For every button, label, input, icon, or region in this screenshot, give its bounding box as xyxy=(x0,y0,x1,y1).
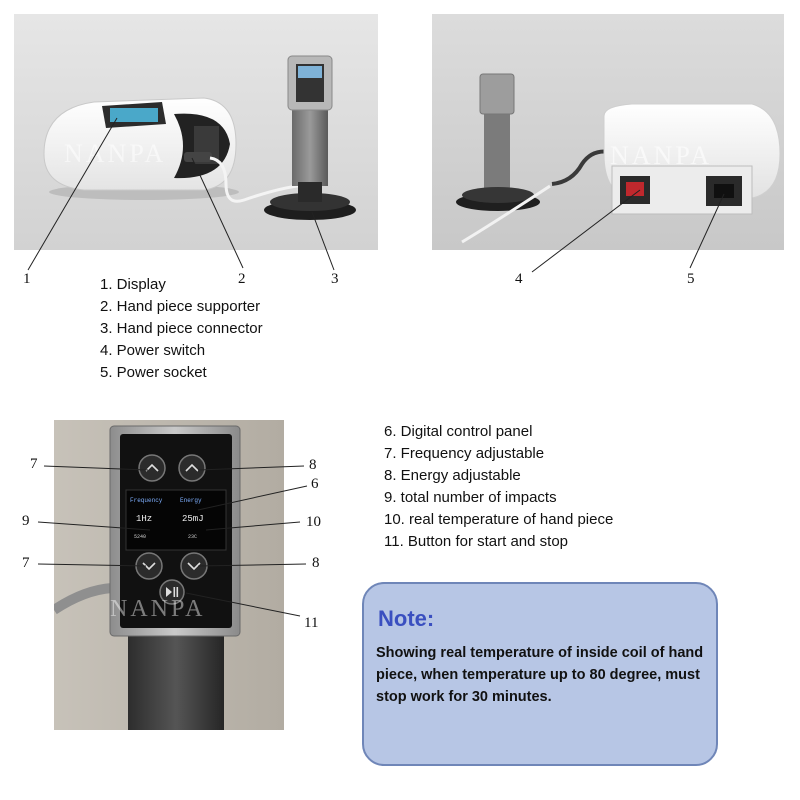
leader-line-8-bottom xyxy=(197,563,307,567)
leader-line-2 xyxy=(191,157,244,269)
play-pause-icon xyxy=(166,587,172,597)
legend-item: 6. Digital control panel xyxy=(384,423,533,440)
callout-number: 7 xyxy=(30,456,38,472)
screen-energy-label: Energy xyxy=(180,497,202,504)
leader-line-11 xyxy=(185,592,301,617)
legend-item: 11. Button for start and stop xyxy=(384,533,568,550)
callout-number: 10 xyxy=(306,514,321,530)
leader-line-8-top xyxy=(197,465,305,471)
energy-up-button[interactable] xyxy=(178,454,206,482)
panel-legend: 6. Digital control panel 7. Frequency ad… xyxy=(384,421,613,553)
legend-item: 9. total number of impacts xyxy=(384,489,557,506)
callout-number: 9 xyxy=(22,513,30,529)
legend-item: 2. Hand piece supporter xyxy=(100,298,261,315)
frequency-up-button[interactable] xyxy=(138,454,166,482)
legend-item: 1. Display xyxy=(100,276,166,293)
legend-item: 8. Energy adjustable xyxy=(384,467,521,484)
watermark: NANPA xyxy=(110,596,205,622)
callout-number: 7 xyxy=(22,555,30,571)
screen-frequency-label: Frequency xyxy=(130,497,163,504)
leader-line-10 xyxy=(205,521,301,531)
note-title: Note: xyxy=(378,606,435,631)
callout-number: 1 xyxy=(23,271,31,287)
note-box: Note: Showing real temperature of inside… xyxy=(362,582,718,766)
callout-number: 6 xyxy=(311,476,319,492)
device-front-photo: NANPA xyxy=(14,14,378,250)
callout-number: 3 xyxy=(331,271,339,287)
leader-line-9 xyxy=(37,521,151,531)
callout-number: 2 xyxy=(238,271,246,287)
leader-line-4 xyxy=(531,189,641,273)
screen-frequency-value: 1Hz xyxy=(136,514,152,524)
parts-legend: 1. Display 2. Hand piece supporter 3. Ha… xyxy=(100,274,263,384)
legend-item: 5. Power socket xyxy=(100,364,207,381)
watermark: NANPA xyxy=(610,141,712,170)
screen-count-value: 5240 xyxy=(134,534,146,540)
legend-item: 10. real temperature of hand piece xyxy=(384,511,614,528)
legend-item: 3. Hand piece connector xyxy=(100,320,263,337)
chevron-down-icon xyxy=(142,562,156,571)
screen-energy-value: 25mJ xyxy=(182,514,204,524)
note-body: Showing real temperature of inside coil … xyxy=(376,645,704,705)
leader-line-7-top xyxy=(43,465,149,471)
watermark: NANPA xyxy=(64,139,166,168)
device-rear-photo: NANPA xyxy=(432,14,784,250)
leader-line-6 xyxy=(197,485,308,511)
callout-number: 5 xyxy=(687,271,695,287)
chevron-up-icon xyxy=(185,463,199,472)
screen-temp-value: 23C xyxy=(188,534,197,540)
legend-item: 4. Power switch xyxy=(100,342,206,359)
leader-line-5 xyxy=(689,193,725,269)
leader-line-3 xyxy=(311,211,335,271)
chevron-up-icon xyxy=(145,463,159,472)
callout-number: 4 xyxy=(515,271,523,287)
callout-number: 11 xyxy=(304,615,319,631)
leader-line-1 xyxy=(27,117,118,271)
leader-line-7-bottom xyxy=(37,563,147,567)
chevron-down-icon xyxy=(187,562,201,571)
legend-item: 7. Frequency adjustable xyxy=(384,445,545,462)
callout-number: 8 xyxy=(309,457,317,473)
lcd-screen xyxy=(125,489,227,551)
control-panel-photo: Frequency Energy 1Hz 25mJ 5240 23C NANPA xyxy=(54,420,284,730)
callout-number: 8 xyxy=(312,555,320,571)
